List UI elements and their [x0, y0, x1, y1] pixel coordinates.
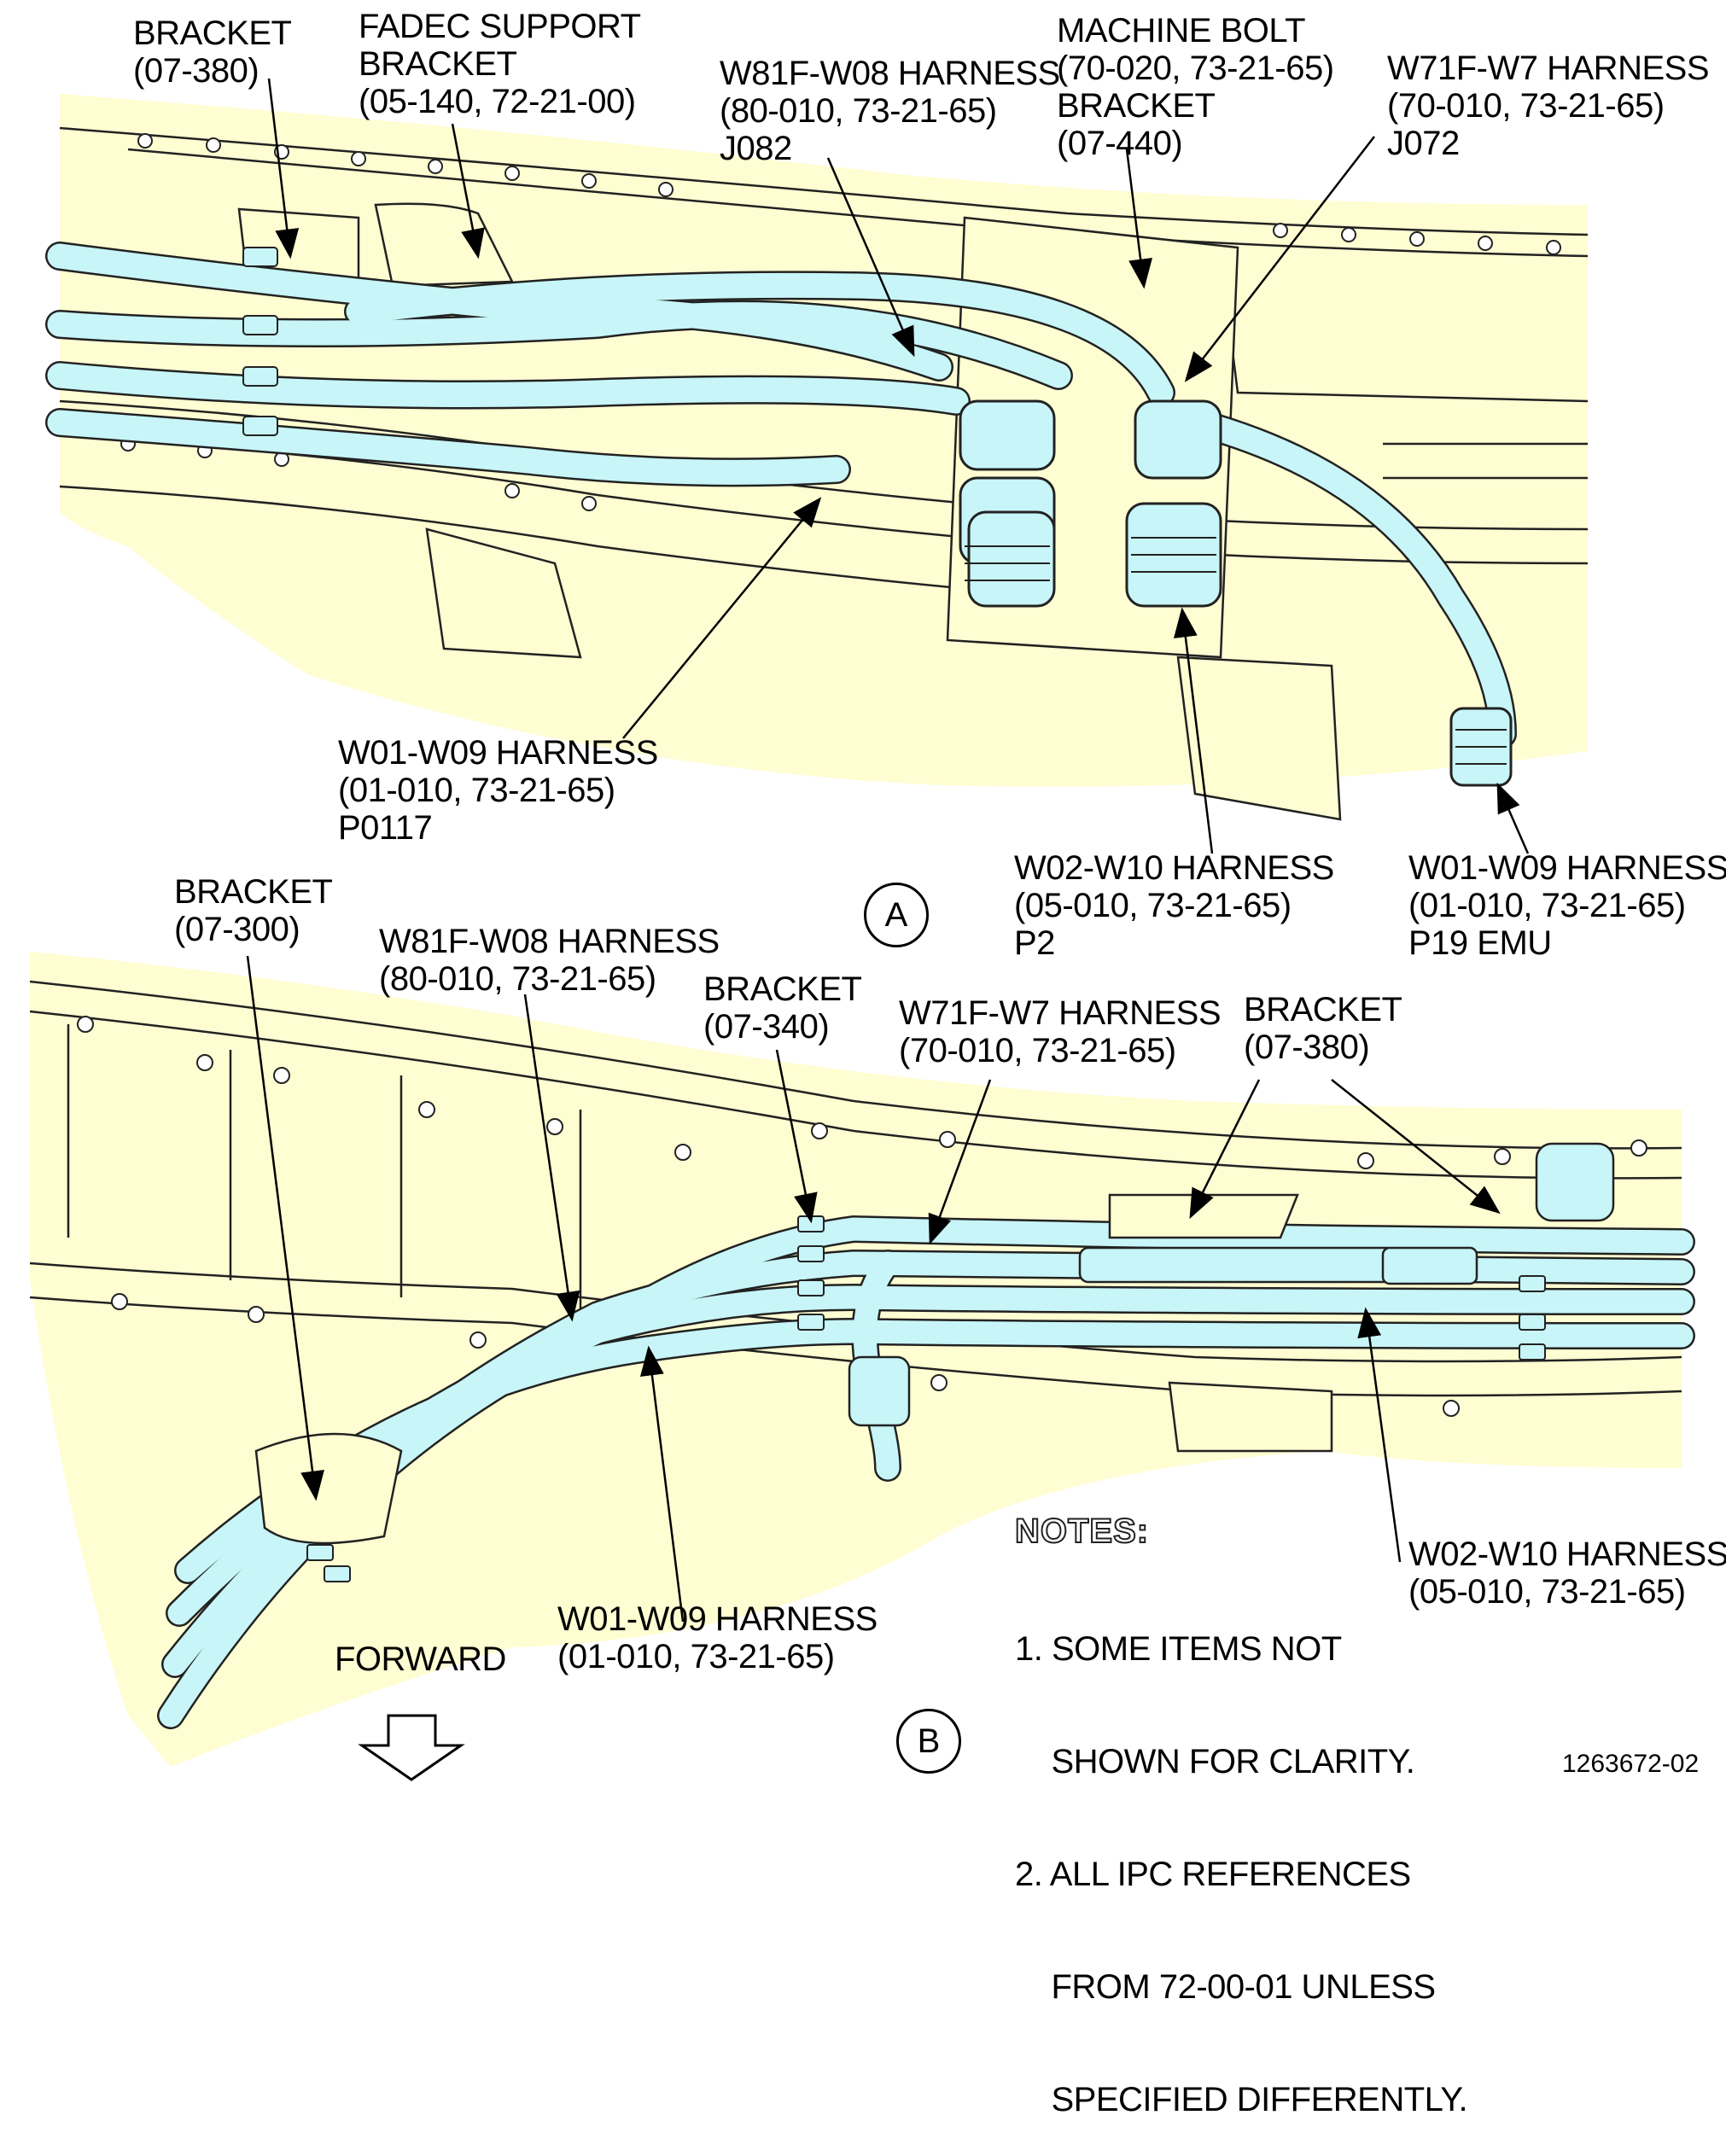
view-b-illustration — [29, 952, 1695, 1767]
label-b-w71f-w7-harness: W71F-W7 HARNESS(70-010, 73-21-65) — [899, 994, 1222, 1069]
label-a-w01-w09-harness-p0117: W01-W09 HARNESS(01-010, 73-21-65)P0117 — [338, 734, 658, 847]
note-line: SPECIFIED DIFFERENTLY. — [1015, 2081, 1468, 2118]
label-b-w01-w09-harness: W01-W09 HARNESS(01-010, 73-21-65) — [557, 1600, 878, 1675]
label-b-bracket-07-380: BRACKET(07-380) — [1244, 991, 1402, 1066]
label-b-bracket-07-340: BRACKET(07-340) — [703, 970, 862, 1046]
forward-arrow-icon — [358, 1714, 465, 1781]
label-a-machine-bolt-bracket: MACHINE BOLT(70-020, 73-21-65)BRACKET(07… — [1057, 12, 1334, 162]
label-a-bracket-07-380: BRACKET(07-380) — [133, 15, 292, 90]
label-a-w71f-w7-harness: W71F-W7 HARNESS(70-010, 73-21-65)J072 — [1387, 50, 1710, 162]
view-a-illustration — [45, 94, 1589, 821]
figure-id: 1263672-02 — [1562, 1750, 1700, 1778]
view-a-marker: A — [864, 883, 929, 947]
note-line: SHOWN FOR CLARITY. — [1015, 1743, 1415, 1780]
label-forward: FORWARD — [335, 1640, 506, 1678]
note-line: 1. SOME ITEMS NOT — [1015, 1630, 1342, 1668]
label-a-w81f-w08-harness: W81F-W08 HARNESS(80-010, 73-21-65)J082 — [720, 55, 1060, 167]
note-line: FROM 72-00-01 UNLESS — [1015, 1968, 1436, 2006]
label-b-bracket-07-300: BRACKET(07-300) — [174, 873, 333, 948]
label-b-w81f-w08-harness: W81F-W08 HARNESS(80-010, 73-21-65) — [379, 923, 720, 998]
leader-lines — [246, 78, 1530, 1623]
note-line: 2. ALL IPC REFERENCES — [1015, 1856, 1411, 1893]
label-b-w02-w10-harness: W02-W10 HARNESS(05-010, 73-21-65) — [1408, 1535, 1726, 1611]
harness-installation-drawing — [29, 78, 1695, 1781]
view-b-marker: B — [896, 1709, 961, 1774]
notes-list: 1. SOME ITEMS NOT SHOWN FOR CLARITY. 2. … — [1015, 1555, 1468, 2156]
label-a-w02-w10-harness-p2: W02-W10 HARNESS(05-010, 73-21-65)P2 — [1014, 849, 1334, 962]
label-a-w01-w09-harness-p19: W01-W09 HARNESS(01-010, 73-21-65)P19 EMU — [1408, 849, 1726, 962]
notes-title: NOTES: — [1014, 1512, 1150, 1551]
